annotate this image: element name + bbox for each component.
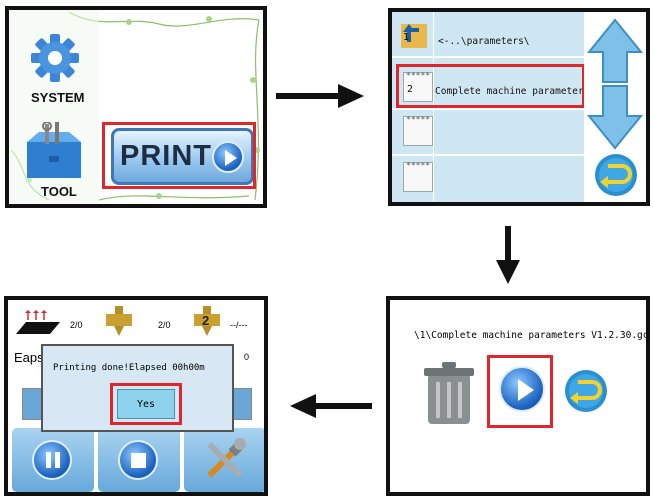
tool-label: TOOL bbox=[41, 184, 77, 199]
side-value: 0 bbox=[244, 352, 250, 362]
nozzle2-temperature: --/--- bbox=[230, 320, 248, 330]
back-icon[interactable] bbox=[592, 152, 640, 198]
print-done-dialog: Printing done!Elapsed 00h00m Yes bbox=[41, 344, 234, 432]
stop-button[interactable] bbox=[98, 428, 180, 492]
tools-button[interactable] bbox=[184, 428, 264, 492]
gear-icon[interactable] bbox=[31, 32, 79, 84]
play-icon bbox=[212, 141, 244, 173]
main-menu-screen: SYSTEM TOOL PRINT bbox=[5, 6, 267, 208]
row-number: 1 bbox=[403, 32, 410, 43]
arrow-left-icon bbox=[290, 394, 372, 418]
file-icon: ***** 2 bbox=[403, 72, 433, 102]
file-action-screen: \1\Complete machine parameters V1.2.30.g… bbox=[386, 296, 650, 496]
list-item[interactable]: ***** bbox=[392, 110, 584, 154]
folder-back-icon bbox=[401, 24, 427, 48]
arrow-down-icon bbox=[496, 226, 520, 284]
print-button[interactable]: PRINT bbox=[111, 128, 254, 185]
scroll-up-icon[interactable] bbox=[587, 18, 643, 84]
play-button[interactable] bbox=[499, 366, 545, 412]
heated-bed-icon bbox=[16, 310, 60, 334]
print-label: PRINT bbox=[120, 140, 212, 172]
play-highlight-box bbox=[487, 355, 553, 428]
print-status-screen: 2/0 2/0 2 --/--- Eapse 0 Prin bbox=[4, 296, 268, 496]
file-highlight-box bbox=[396, 64, 585, 108]
tools-icon bbox=[207, 438, 246, 478]
print-highlight-box bbox=[102, 122, 256, 189]
dialog-message: Printing done!Elapsed 00h00m bbox=[53, 363, 205, 373]
nozzle-icon bbox=[106, 306, 132, 336]
list-item[interactable]: ***** bbox=[392, 156, 584, 200]
stop-icon bbox=[118, 440, 158, 480]
file-icon: ***** bbox=[403, 116, 433, 146]
list-item[interactable]: ***** 2 Complete machine parameters V1 bbox=[392, 62, 607, 106]
file-path: \1\Complete machine parameters V1.2.30.g… bbox=[414, 330, 650, 341]
yes-label: Yes bbox=[136, 398, 156, 410]
scroll-down-icon[interactable] bbox=[587, 84, 643, 150]
bed-temperature: 2/0 bbox=[70, 320, 83, 330]
list-item[interactable]: 1 <-..\parameters\ bbox=[392, 12, 584, 56]
list-item-label: Complete machine parameters V1 bbox=[435, 86, 607, 97]
trash-icon[interactable] bbox=[420, 362, 478, 426]
nozzle1-temperature: 2/0 bbox=[158, 320, 171, 330]
back-icon[interactable] bbox=[562, 368, 610, 414]
yes-button[interactable]: Yes bbox=[117, 389, 175, 419]
nozzle-2-icon bbox=[194, 306, 220, 336]
yes-highlight-box bbox=[110, 383, 182, 425]
pause-button[interactable] bbox=[12, 428, 94, 492]
toolbox-icon[interactable] bbox=[19, 122, 89, 180]
arrow-right-icon bbox=[276, 84, 364, 108]
system-label: SYSTEM bbox=[31, 90, 85, 105]
file-icon: ***** bbox=[403, 162, 433, 192]
pause-icon bbox=[32, 440, 72, 480]
list-item-label: <-..\parameters\ bbox=[438, 36, 530, 47]
file-list-screen: 1 <-..\parameters\ ***** 2 Complete mach… bbox=[388, 8, 650, 206]
nozzle2-number: 2 bbox=[202, 313, 210, 328]
